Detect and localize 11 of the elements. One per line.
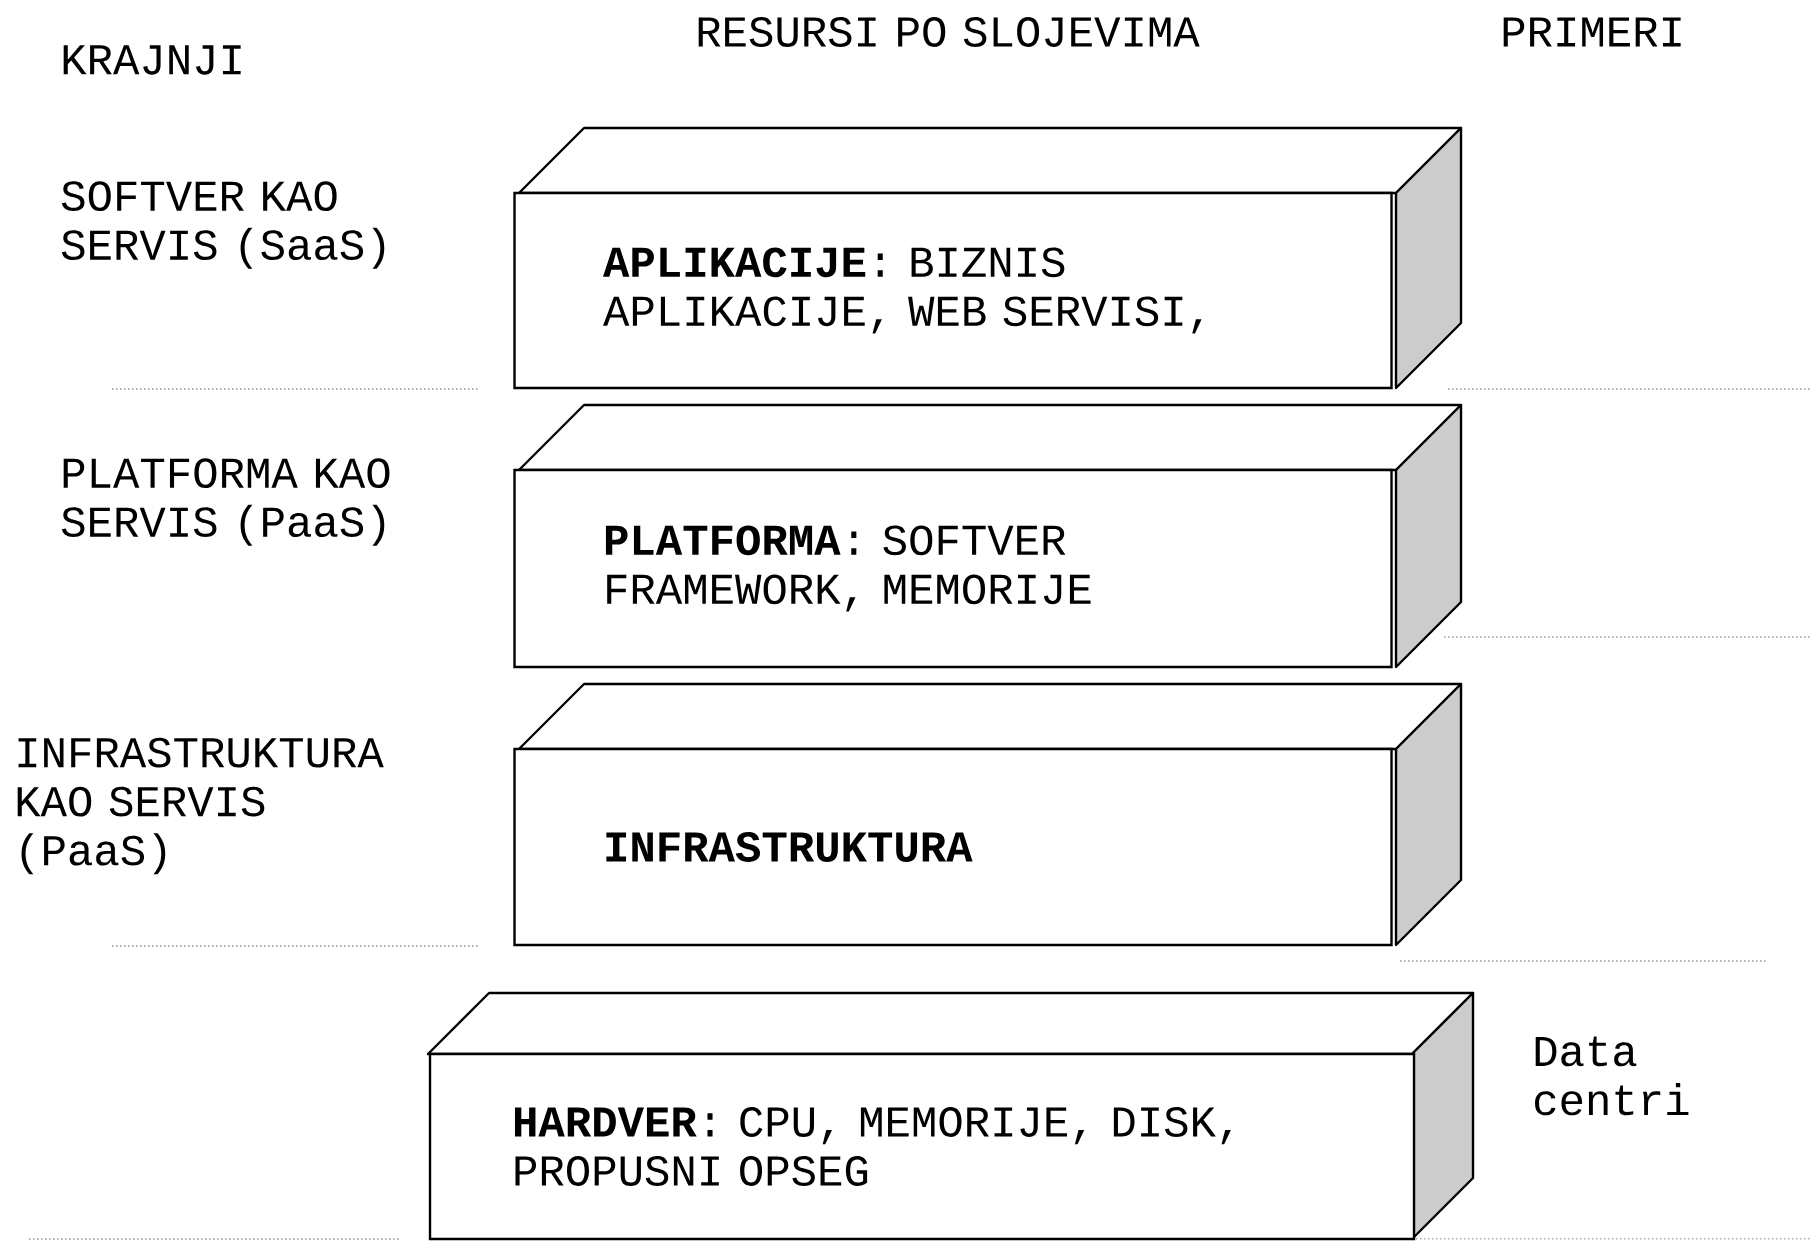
- side-label: PRIMERI: [1503, 17, 1681, 47]
- layer-block: APLIKACIJE: BIZNIS APLIKACIJE, WEB SERVISI,: [513, 126, 1463, 390]
- layer-block: INFRASTRUKTURA: [513, 682, 1463, 947]
- side-label: PLATFORMA KAO SERVIS (PaaS): [61, 458, 390, 546]
- side-label: KRAJNJI: [63, 45, 241, 75]
- side-label: SOFTVER KAO SERVIS (SaaS): [61, 181, 385, 269]
- side-label: INFRASTRUKTURA KAO SERVIS (PaaS): [17, 737, 384, 875]
- layer-block: HARDVER: CPU, MEMORIJE, DISK, PROPUSNI OPSEG: [426, 991, 1475, 1241]
- side-label: RESURSI PO SLOJEVIMA: [698, 17, 1200, 47]
- side-label: Data centri: [1535, 1036, 1689, 1116]
- layer-block: PLATFORMA: SOFTVER FRAMEWORK, MEMORIJE: [513, 403, 1463, 669]
